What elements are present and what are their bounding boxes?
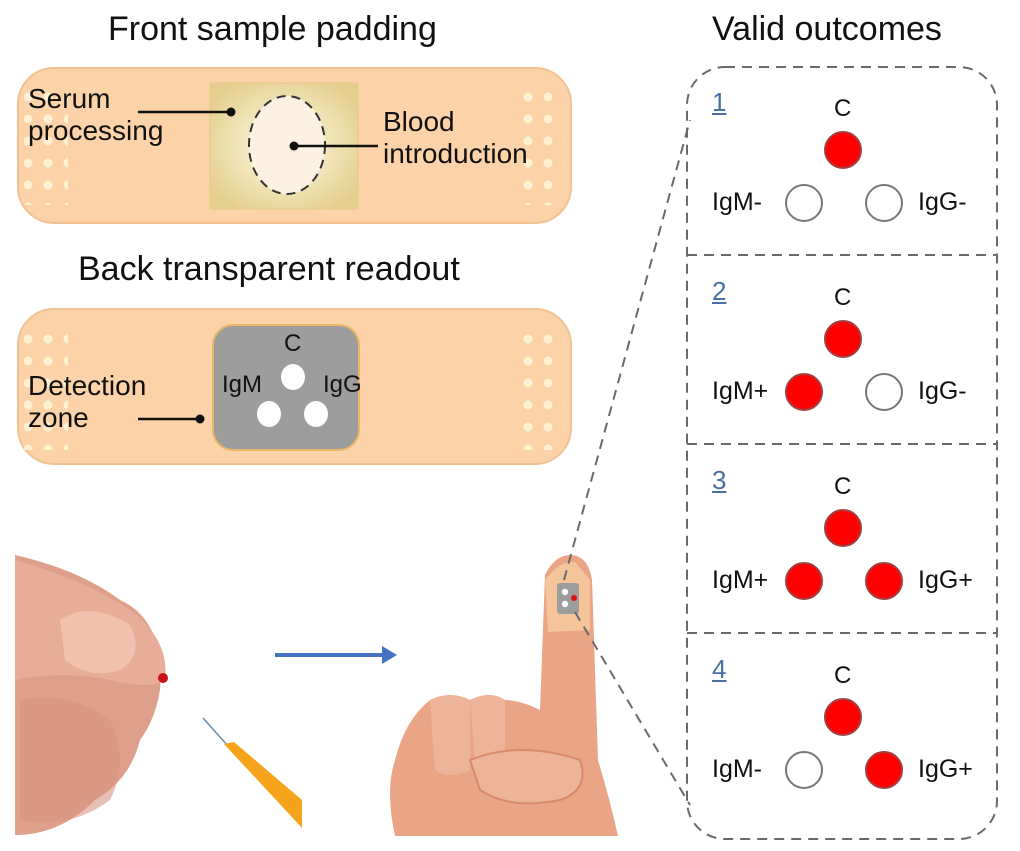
outcome-3-spot-igg bbox=[865, 562, 903, 600]
outcome-1-spot-c bbox=[824, 131, 862, 169]
outcome-number: 3 bbox=[712, 465, 727, 495]
label-serum-processing: Serum processing bbox=[28, 83, 163, 147]
outcome-number: 1 bbox=[712, 87, 727, 117]
front-bandage bbox=[17, 67, 572, 224]
label-detection-line2: zone bbox=[28, 402, 89, 434]
fingernail bbox=[60, 611, 136, 674]
zoom-line-top bbox=[563, 119, 691, 581]
arrow-right-icon bbox=[275, 646, 397, 664]
outcome-3-spot-igm bbox=[785, 562, 823, 600]
outcome-number: 4 bbox=[712, 654, 727, 684]
spot-igm bbox=[257, 401, 281, 427]
outcome-4-spot-igg bbox=[865, 751, 903, 789]
finger-with-bandage-illustration bbox=[390, 555, 618, 836]
outcome-4-spot-igm bbox=[785, 751, 823, 789]
label-serum-line2: processing bbox=[28, 115, 164, 147]
zoom-line-bottom bbox=[574, 611, 691, 806]
outcome-2-spot-c bbox=[824, 320, 862, 358]
outcome-number: 2 bbox=[712, 276, 727, 306]
outcome-label-c: C bbox=[834, 473, 852, 500]
spot-c bbox=[281, 364, 305, 390]
outcome-label-igm: IgM+ bbox=[712, 377, 769, 405]
outcome-label-igm: IgM+ bbox=[712, 566, 769, 594]
label-serum-line1: Serum bbox=[28, 83, 111, 114]
outcome-2-spot-igm bbox=[785, 373, 823, 411]
blood-drop bbox=[158, 673, 168, 683]
perforation-dots-right bbox=[520, 85, 564, 205]
back-title: Back transparent readout bbox=[78, 250, 460, 288]
outcome-1-spot-igg bbox=[865, 184, 903, 222]
outcome-label-c: C bbox=[834, 95, 852, 122]
label-blood-line1: Blood bbox=[383, 106, 455, 137]
spot-label-c: C bbox=[284, 330, 302, 357]
outcome-label-igm: IgM- bbox=[712, 755, 762, 783]
outcome-label-igg: IgG+ bbox=[918, 566, 973, 594]
lancet-icon bbox=[202, 717, 302, 828]
outcomes-panel bbox=[686, 66, 998, 840]
front-title: Front sample padding bbox=[108, 10, 437, 48]
outcome-label-igm: IgM- bbox=[712, 188, 762, 216]
pricked-finger-illustration bbox=[15, 555, 168, 835]
outcome-label-igg: IgG+ bbox=[918, 755, 973, 783]
perforation-dots-left bbox=[24, 85, 68, 205]
outcome-label-igg: IgG- bbox=[918, 188, 967, 216]
label-blood-line2: introduction bbox=[383, 138, 528, 170]
label-blood-introduction: Blood introduction bbox=[383, 106, 528, 170]
label-detection-zone: Detection zone bbox=[28, 370, 146, 434]
spot-igg bbox=[304, 401, 328, 427]
outcome-3-spot-c bbox=[824, 509, 862, 547]
outcome-2-spot-igg bbox=[865, 373, 903, 411]
outcome-4-spot-c bbox=[824, 698, 862, 736]
spot-label-igg: IgG bbox=[323, 371, 362, 398]
outcome-label-c: C bbox=[834, 284, 852, 311]
label-detection-line1: Detection bbox=[28, 370, 147, 401]
outcomes-title: Valid outcomes bbox=[712, 10, 942, 48]
outcome-label-c: C bbox=[834, 662, 852, 689]
outcome-label-igg: IgG- bbox=[918, 377, 967, 405]
outcome-1-spot-igm bbox=[785, 184, 823, 222]
spot-label-igm: IgM bbox=[222, 371, 263, 398]
back-bandage bbox=[17, 308, 572, 465]
